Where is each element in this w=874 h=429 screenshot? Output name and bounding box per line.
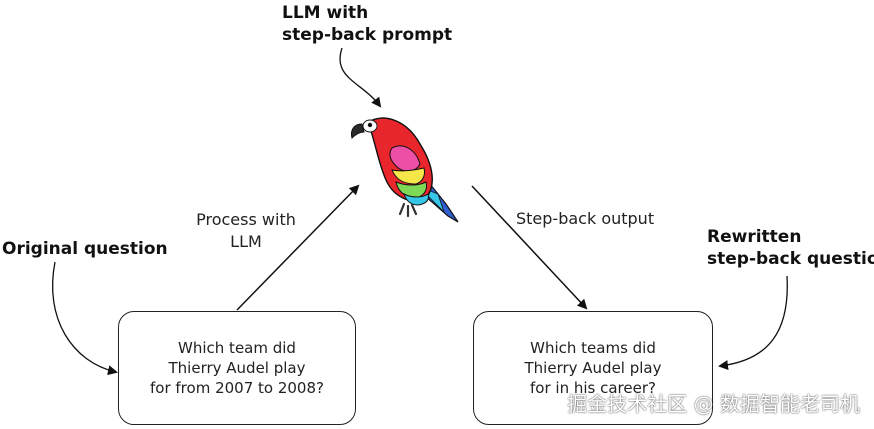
rewritten-question-line-1: Which teams did [530, 339, 656, 357]
top-label-line-1: LLM with [282, 3, 369, 23]
rewritten-label-line-2: step-back question [707, 249, 874, 269]
original-question-line-3: for from 2007 to 2008? [150, 379, 324, 397]
rewritten-question-box: Which teams did Thierry Audel play for i… [473, 311, 713, 425]
watermark: 掘金技术社区 @ 数据智能老司机 [567, 392, 860, 416]
left-label-pointer [51, 261, 118, 376]
original-question-label: Original question [2, 239, 168, 259]
process-label-line-2: LLM [230, 232, 262, 251]
parrot-icon [351, 117, 459, 223]
rewritten-question-line-3: for in his career? [530, 379, 656, 397]
original-question-box: Which team did Thierry Audel play for fr… [118, 311, 356, 425]
process-label-line-1: Process with [196, 210, 296, 229]
rewritten-label-line-1: Rewritten [707, 227, 802, 247]
top-label-line-2: step-back prompt [282, 25, 453, 45]
top-label-pointer [339, 47, 382, 108]
process-arrow [236, 184, 360, 311]
original-question-line-2: Thierry Audel play [168, 359, 306, 377]
rewritten-question-line-2: Thierry Audel play [524, 359, 662, 377]
right-label-pointer [718, 275, 788, 371]
top-label: LLM with step-back prompt [282, 2, 452, 46]
original-question-line-1: Which team did [178, 339, 296, 357]
step-back-output-arrow [471, 185, 588, 310]
rewritten-question-label: Rewritten step-back question [707, 226, 874, 270]
process-label: Process with LLM [184, 209, 308, 253]
step-back-output-label: Step-back output [516, 209, 655, 228]
